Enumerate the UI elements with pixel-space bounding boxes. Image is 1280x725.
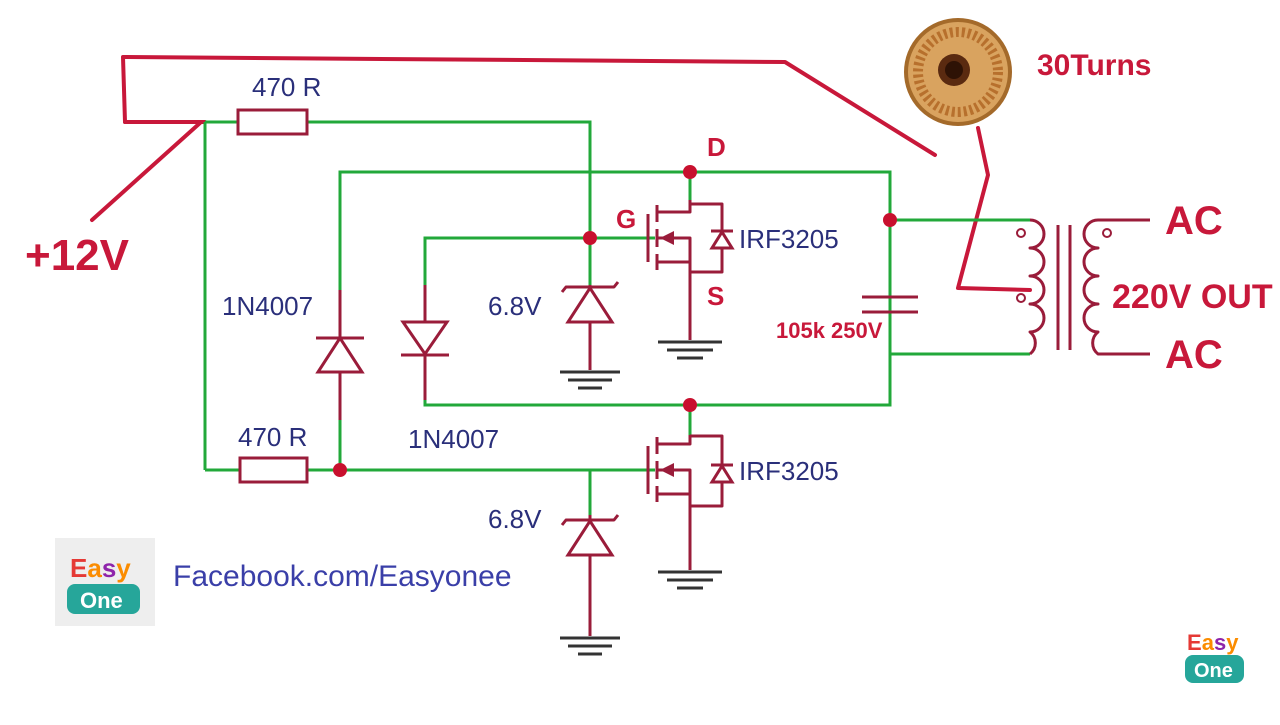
logo-left-easy-y: y [116, 553, 131, 583]
junction-nodes [333, 165, 897, 477]
ground-zener-top [560, 370, 620, 390]
node-drain-bottom [683, 398, 697, 412]
signal-wires [203, 120, 1030, 520]
diode-middle-label: 1N4007 [408, 424, 499, 454]
ac-top-label: AC [1165, 199, 1223, 243]
facebook-link-text: Facebook.com/Easyonee [173, 560, 512, 593]
coil-label: 30Turns [1037, 49, 1151, 82]
zener-top-bar [560, 281, 620, 293]
logo-left-word-easy: Easy [70, 553, 131, 583]
transformer-dot-3 [1102, 228, 1112, 238]
supply-loop-wire [121, 55, 937, 157]
logo-left-word-one: One [80, 588, 123, 613]
node-gate-bottom [333, 463, 347, 477]
coil-to-transformer-wire [956, 126, 1032, 292]
logo-right-word-easy: Easy [1187, 630, 1239, 655]
zener-bottom-body [565, 518, 615, 557]
source-label: S [707, 281, 724, 311]
logo-right-easy-y: y [1226, 630, 1239, 655]
logo-right-word-one: One [1194, 660, 1233, 682]
supply-wires [90, 55, 1032, 292]
zener-top-body [565, 285, 615, 324]
logo-right-easy-e: E [1187, 630, 1202, 655]
logo-left: Easy One [55, 538, 155, 626]
mosfet-bottom [646, 434, 735, 570]
transformer-dot-1 [1016, 228, 1026, 238]
supply-label: +12V [25, 231, 130, 280]
mosfet-bottom-source-lead [657, 492, 692, 570]
mosfet-bottom-drain-lead [657, 435, 692, 446]
mosfet-bottom-arrow [660, 463, 674, 477]
resistor-top [236, 108, 309, 136]
resistor-bottom [238, 456, 309, 484]
mosfet-bottom-diode [709, 463, 735, 484]
supply-lead-wire [90, 121, 202, 222]
ac-bottom-label: AC [1165, 333, 1223, 377]
gate-label: G [616, 204, 636, 234]
node-gate-top [583, 231, 597, 245]
mosfet-top-label: IRF3205 [739, 224, 839, 254]
logo-right-easy-a: a [1202, 630, 1215, 655]
logo-right-badge [1185, 655, 1244, 683]
mosfet-top-diode [709, 229, 735, 250]
mosfet-bottom-label: IRF3205 [739, 456, 839, 486]
ground-mosfet-top [658, 340, 722, 360]
transformer [1016, 218, 1150, 356]
resistor-bottom-label: 470 R [238, 422, 307, 452]
transformer-primary [1028, 218, 1046, 356]
ground-mosfet-bottom [658, 570, 722, 590]
toroid-coil [904, 18, 1012, 126]
wire-r1-gate [307, 120, 592, 237]
diode-middle-body [400, 320, 450, 357]
drain-label: D [707, 132, 726, 162]
logo-right: Easy One [1185, 630, 1244, 683]
capacitor-label: 105k 250V [776, 318, 883, 343]
mosfet-top [646, 200, 735, 340]
toroid-hole-center [945, 61, 963, 79]
logo-left-easy-a: a [87, 553, 102, 583]
wire-main-loop [338, 170, 892, 470]
node-cap-top [883, 213, 897, 227]
node-drain-top [683, 165, 697, 179]
mosfet-top-arrow [660, 231, 674, 245]
logo-left-badge [67, 584, 140, 614]
zener-top [560, 281, 620, 370]
zener-bottom-bar [560, 514, 620, 526]
diode-left-body [315, 335, 365, 374]
zener-bottom-label: 6.8V [488, 504, 542, 534]
diode-left-label: 1N4007 [222, 291, 313, 321]
capacitor [862, 295, 918, 314]
diode-middle [400, 285, 450, 400]
logo-right-easy-s: s [1214, 630, 1226, 655]
logo-left-easy-e: E [70, 553, 87, 583]
transformer-secondary [1082, 218, 1150, 356]
diode-left [315, 290, 365, 420]
output-label: 220V OUT [1112, 278, 1273, 316]
toroid-winding [913, 27, 1003, 117]
ground-zener-bottom [560, 636, 620, 656]
mosfet-top-source-lead [657, 260, 692, 340]
resistor-top-label: 470 R [252, 72, 321, 102]
mosfet-top-drain-lead [657, 200, 692, 214]
transformer-dot-2 [1016, 293, 1026, 303]
zener-bottom [560, 514, 620, 636]
logo-left-easy-s: s [102, 553, 116, 583]
zener-top-label: 6.8V [488, 291, 542, 321]
